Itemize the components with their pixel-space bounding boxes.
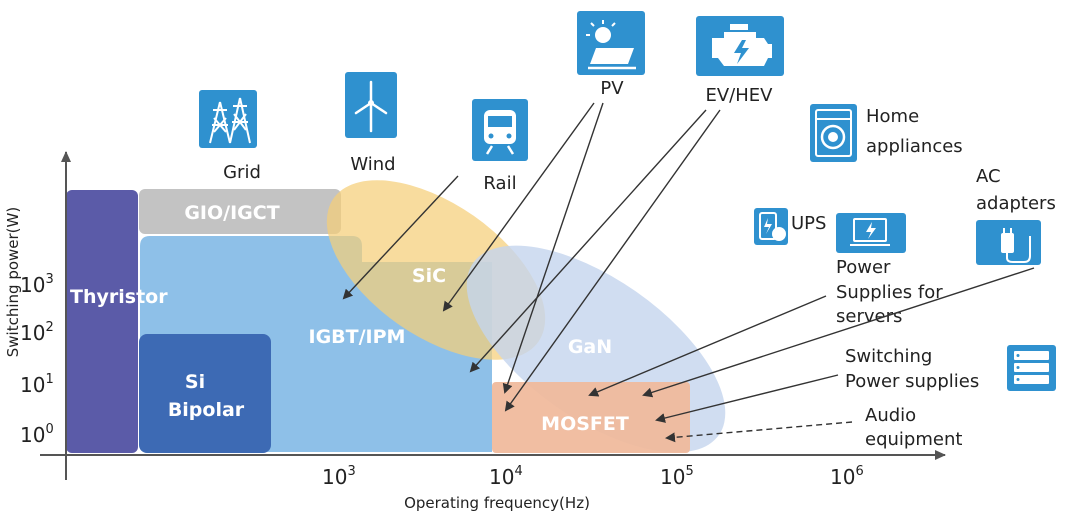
x-tick-1e4: 104 [489,464,523,489]
y-tick-1e0: 100 [20,422,54,447]
ups-label: UPS [791,213,826,234]
home-label-1: Home [866,106,919,127]
ac-label-1: AC [976,166,1001,187]
psu-label-1: Power [836,257,891,278]
solar-panel-icon [577,11,645,75]
x-axis-label: Operating frequency(Hz) [404,494,590,512]
ev-hev-label: EV/HEV [706,85,774,106]
si-bipolar-region [139,334,271,453]
grid-label: Grid [223,162,261,183]
psu-label-3: servers [836,306,902,327]
sps-label-2: Power supplies [845,371,979,392]
y-tick-1e3: 103 [20,272,54,297]
bipolar-label: Bipolar [168,399,245,421]
arrow-sps-mosfet [655,374,839,423]
gan-label: GaN [568,336,612,358]
arrow-audio-mosfet [665,421,853,443]
washing-machine-icon [810,104,857,162]
x-tick-1e6: 106 [830,464,864,489]
server-rack-icon [1007,345,1056,391]
thyristor-region [66,190,138,453]
arrow-rail-igbt [342,175,459,300]
sps-label-1: Switching [845,346,932,367]
arrow-pv-mosfet [502,102,604,394]
arrow-pv-sic [442,102,595,312]
thyristor-label: Thyristor [70,286,168,308]
y-tick-1e2: 102 [20,320,54,345]
igbt-ipm-label: IGBT/IPM [309,326,406,348]
wind-turbine-icon [345,72,397,138]
ac-label-2: adapters [976,193,1056,214]
audio-label-1: Audio [865,405,916,426]
engine-icon [696,16,784,76]
wind-label: Wind [350,154,395,175]
y-axis-label: Switching power(W) [4,207,22,357]
mosfet-label: MOSFET [541,413,629,435]
rail-label: Rail [483,173,516,194]
x-tick-1e5: 105 [660,464,694,489]
arrow-evhev-mosfet [504,109,721,412]
train-icon [472,99,528,161]
arrow-ac-mosfet [642,267,1035,398]
sic-label: SiC [412,265,446,287]
mosfet-region [492,382,690,453]
gio-igct-region [139,189,341,234]
ups-icon [754,208,788,245]
arrow-psu-mosfet [588,295,827,397]
psu-label-2: Supplies for [836,282,943,303]
power-supply-icon [836,213,906,253]
si-label: Si [185,371,205,393]
x-tick-1e3: 103 [322,464,356,489]
gio-igct-label: GIO/IGCT [184,202,279,224]
y-tick-1e1: 101 [20,372,54,397]
pv-label: PV [600,78,624,99]
grid-tower-icon [199,90,257,148]
audio-label-2: equipment [865,429,962,450]
home-label-2: appliances [866,136,963,157]
ac-adapter-icon [976,220,1041,265]
arrow-evhev-gan [469,109,707,373]
